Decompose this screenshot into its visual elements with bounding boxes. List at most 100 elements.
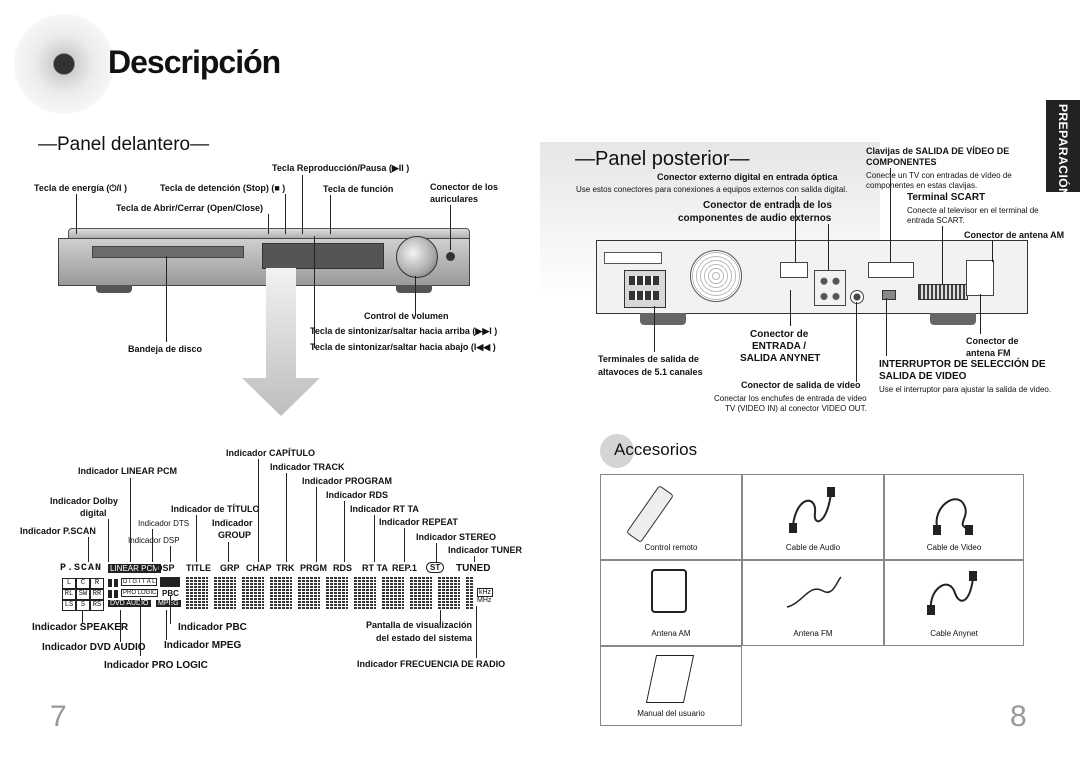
label-pscan: Indicador P.SCAN bbox=[20, 526, 96, 536]
vfd-title: TITLE bbox=[186, 563, 211, 573]
audio-cable-icon bbox=[789, 487, 835, 533]
leader-d-dsp bbox=[170, 546, 171, 564]
label-component-out-2: COMPONENTES bbox=[866, 157, 937, 167]
acc-manual: Manual del usuario bbox=[600, 646, 742, 726]
vfd-grp: GRP bbox=[220, 563, 240, 573]
acc-anynet-cable: Cable Anynet bbox=[884, 560, 1024, 646]
label-tune-up: Tecla de sintonizar/saltar hacia arriba … bbox=[310, 326, 498, 336]
vfd-spk-sw: SW bbox=[76, 589, 90, 600]
leader-d-dts bbox=[152, 529, 153, 564]
label-screen-2: del estado del sistema bbox=[376, 633, 473, 643]
label-tuner: Indicador TUNER bbox=[448, 545, 523, 555]
label-video-out-note-2: TV (VIDEO IN) al conector VIDEO OUT. bbox=[725, 404, 867, 413]
vfd-rep1: REP.1 bbox=[392, 563, 417, 573]
acc-anynet-cable-label: Cable Anynet bbox=[930, 629, 978, 638]
acc-fm-antenna-label: Antena FM bbox=[793, 629, 833, 638]
digital-in-jacks bbox=[780, 262, 808, 278]
vfd-mpeg: MPEG bbox=[156, 600, 181, 607]
arrow-down-icon bbox=[226, 268, 336, 418]
label-screen-1: Pantalla de visualización bbox=[366, 620, 473, 630]
label-fm-1: Conector de bbox=[966, 336, 1019, 346]
acc-am-antenna: Antena AM bbox=[600, 560, 742, 646]
vfd-trk: TRK bbox=[276, 563, 295, 573]
acc-fm-antenna: Antena FM bbox=[742, 560, 884, 646]
label-power: Tecla de energía (⏻/I ) bbox=[34, 183, 127, 193]
label-video-out: Conector de salida de video bbox=[741, 380, 861, 390]
label-titulo: Indicador de TÍTULO bbox=[171, 504, 260, 514]
volume-knob bbox=[396, 236, 438, 278]
label-ext-digital-desc: Use estos conectores para conexiones a e… bbox=[576, 185, 848, 194]
acc-audio-cable: Cable de Audio bbox=[742, 474, 884, 560]
leader-d-pbc bbox=[170, 596, 171, 624]
leader-d-freq bbox=[476, 606, 477, 658]
am-antenna-icon bbox=[651, 569, 687, 613]
title-disc-graphic bbox=[14, 14, 114, 114]
label-dts: Indicador DTS bbox=[138, 519, 190, 528]
label-function: Tecla de función bbox=[323, 184, 394, 194]
side-tab-label: PREPARACIÓN bbox=[1056, 104, 1070, 198]
accessories-bullet bbox=[600, 434, 634, 468]
label-switch-desc: Use el interruptor para ajustar la salid… bbox=[879, 385, 1052, 394]
leader-d-track bbox=[286, 473, 287, 564]
rear-foot-right bbox=[930, 313, 976, 325]
leader-d-screen bbox=[440, 610, 441, 624]
vfd-spk-ls: LS bbox=[62, 600, 76, 611]
rear-foot-left bbox=[640, 313, 686, 325]
dolby-icon bbox=[108, 579, 118, 587]
leader-d-dvdaudio bbox=[120, 610, 121, 642]
vfd-dsp: DSP bbox=[156, 563, 175, 573]
label-group-1: Indicador bbox=[212, 518, 253, 528]
leader-d-group bbox=[228, 542, 229, 564]
label-scart: Terminal SCART bbox=[907, 192, 986, 203]
label-switch-1: INTERRUPTOR DE SELECCIÓN DE bbox=[879, 359, 1046, 370]
cooling-fan bbox=[690, 250, 742, 302]
vfd-tuned: TUNED bbox=[456, 563, 491, 574]
label-pro-logic: Indicador PRO LOGIC bbox=[104, 660, 208, 671]
label-group-2: GROUP bbox=[218, 530, 252, 540]
vfd-mhz: MHz bbox=[477, 597, 492, 604]
vfd-pscan: P.SCAN bbox=[60, 563, 103, 574]
front-foot-left bbox=[96, 285, 132, 293]
label-headphones-1: Conector de los bbox=[430, 182, 499, 192]
label-speakers-2: altavoces de 5.1 canales bbox=[598, 367, 703, 377]
leader-videoout bbox=[856, 302, 857, 382]
leader-d-repeat bbox=[404, 528, 405, 564]
label-component-desc-2: componentes en estas clavijas. bbox=[866, 181, 978, 190]
front-display-window bbox=[262, 243, 384, 269]
rear-panel-heading: —Panel posterior— bbox=[575, 148, 750, 170]
acc-am-antenna-label: Antena AM bbox=[651, 629, 691, 638]
acc-audio-cable-label: Cable de Audio bbox=[785, 543, 841, 552]
output-select-switch bbox=[882, 290, 896, 300]
label-video-out-note-1: Conectar los enchufes de entrada de vide… bbox=[714, 394, 867, 403]
rear-device-body bbox=[596, 240, 1028, 314]
leader-d-mpeg bbox=[166, 610, 167, 640]
vfd-spk-s: S bbox=[76, 600, 90, 611]
front-panel-heading: —Panel delantero— bbox=[38, 134, 210, 155]
leader-d-capitulo bbox=[258, 459, 259, 564]
label-switch-2: SALIDA DE VIDEO bbox=[879, 371, 967, 382]
label-ext-digital: Conector externo digital en entrada ópti… bbox=[657, 172, 838, 182]
leader-scart bbox=[942, 226, 943, 284]
accessories-grid: Control remoto Cable de Audio Cable de V… bbox=[600, 474, 1024, 726]
manual-book-icon bbox=[645, 655, 695, 703]
label-entrada-1: Conector de bbox=[750, 329, 809, 340]
label-capitulo: Indicador CAPÍTULO bbox=[226, 448, 316, 458]
label-rt-ta: Indicador RT TA bbox=[350, 504, 419, 514]
page-number-right: 8 bbox=[1010, 700, 1027, 733]
acc-video-cable-label: Cable de Video bbox=[926, 543, 982, 552]
vfd-digital: D I G I T A L bbox=[121, 578, 158, 586]
label-headphones-2: auriculares bbox=[430, 194, 479, 204]
leader-d-speaker bbox=[82, 610, 83, 624]
vfd-rt-ta: RT TA bbox=[362, 563, 388, 573]
leader-d-stereo bbox=[436, 543, 437, 564]
leader-d-dolby bbox=[108, 519, 109, 564]
label-stop: Tecla de detención (Stop) (■ ) bbox=[160, 183, 286, 193]
leader-play bbox=[302, 175, 303, 234]
leader-anynet bbox=[790, 290, 791, 326]
label-track: Indicador TRACK bbox=[270, 462, 345, 472]
label-scart-desc-1: Conecte al televisor en el terminal de bbox=[907, 206, 1039, 215]
remote-icon bbox=[625, 485, 675, 543]
label-rds: Indicador RDS bbox=[326, 490, 389, 500]
label-tune-down: Tecla de sintonizar/saltar hacia abajo (… bbox=[310, 342, 496, 352]
label-component-out-1: Clavijas de SALIDA DE VÍDEO DE bbox=[866, 146, 1010, 156]
